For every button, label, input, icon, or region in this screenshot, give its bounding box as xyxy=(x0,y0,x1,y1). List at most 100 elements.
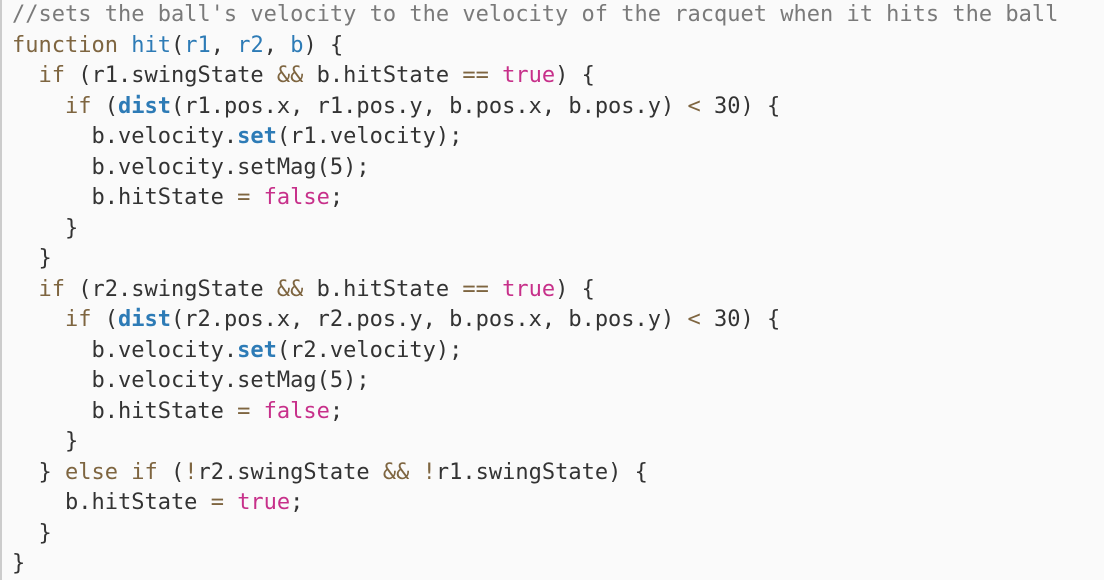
token-plain xyxy=(489,63,502,88)
token-function-name: b xyxy=(290,32,304,58)
token-plain: b.hitState xyxy=(303,276,463,302)
code-line: //sets the ball's velocity to the veloci… xyxy=(12,0,1104,31)
token-plain: ( xyxy=(91,307,118,332)
code-line: if (r1.swingState && b.hitState == true)… xyxy=(12,61,1104,92)
token-boolean: false xyxy=(263,398,330,424)
token-plain: ( xyxy=(91,93,118,119)
token-operator: && xyxy=(276,63,304,88)
code-line: b.hitState = false; xyxy=(12,183,1104,214)
token-plain: (r1.swingState xyxy=(65,63,277,88)
token-comment: //sets the ball's velocity to the veloci… xyxy=(12,2,1059,27)
token-plain: r2.swingState xyxy=(197,459,383,485)
token-plain xyxy=(12,63,39,88)
token-operator: = xyxy=(210,490,224,515)
token-operator: ! xyxy=(184,459,198,485)
token-boolean: true xyxy=(237,490,291,515)
token-plain xyxy=(409,460,422,485)
token-operator: = xyxy=(237,185,251,210)
token-keyword: if xyxy=(38,63,66,88)
token-keyword: if xyxy=(64,93,92,119)
token-operator: ! xyxy=(422,459,436,485)
token-boolean: true xyxy=(502,63,556,88)
code-line: } xyxy=(12,427,1104,458)
code-line: } xyxy=(12,549,1104,580)
token-plain xyxy=(250,399,263,424)
token-plain: ( xyxy=(157,459,185,485)
token-plain: 30) { xyxy=(700,307,781,332)
token-plain: } xyxy=(12,459,65,485)
token-operator: < xyxy=(687,93,701,119)
token-boolean: false xyxy=(263,185,330,210)
token-plain xyxy=(118,460,131,485)
token-plain: 30) { xyxy=(700,93,781,119)
code-line: b.velocity.setMag(5); xyxy=(12,153,1104,184)
code-line: } else if (!r2.swingState && !r1.swingSt… xyxy=(12,458,1104,489)
token-builtin-function: dist xyxy=(117,307,171,332)
token-plain: } xyxy=(12,520,52,546)
token-operator: = xyxy=(237,398,251,424)
token-plain xyxy=(118,33,131,58)
code-line: if (dist(r2.pos.x, r2.pos.y, b.pos.x, b.… xyxy=(12,305,1104,336)
code-line: } xyxy=(12,244,1104,275)
token-keyword: else xyxy=(64,459,118,485)
token-plain: ; xyxy=(329,398,344,424)
token-operator: && xyxy=(276,276,304,302)
token-plain: b.velocity.setMag(5); xyxy=(12,368,370,393)
code-line: b.velocity.set(r2.velocity); xyxy=(12,336,1104,367)
token-plain: ) { xyxy=(555,276,595,302)
token-function-name: r1 xyxy=(184,32,211,58)
token-operator: == xyxy=(462,63,489,88)
token-operator: && xyxy=(382,459,410,485)
token-function-name: hit xyxy=(131,32,171,58)
token-operator: < xyxy=(687,307,701,332)
token-plain xyxy=(224,490,237,515)
token-plain: r1.swingState) { xyxy=(435,459,648,485)
code-line: if (dist(r1.pos.x, r1.pos.y, b.pos.x, b.… xyxy=(12,92,1104,123)
token-plain: ) { xyxy=(555,63,595,88)
token-plain: b.hitState xyxy=(12,185,238,210)
token-plain: } xyxy=(12,215,79,241)
token-builtin-function: set xyxy=(237,124,277,149)
token-plain xyxy=(12,307,65,332)
token-builtin-function: dist xyxy=(117,93,171,119)
token-plain: b.hitState xyxy=(12,490,211,515)
token-boolean: true xyxy=(502,276,556,302)
token-function-name: r2 xyxy=(237,32,264,58)
token-builtin-function: set xyxy=(237,337,277,363)
token-keyword: if xyxy=(64,307,92,332)
token-plain: (r2.velocity); xyxy=(276,337,463,363)
token-plain: } xyxy=(12,551,26,576)
token-keyword: function xyxy=(12,32,118,58)
token-plain: b.velocity. xyxy=(12,337,238,363)
token-plain: (r2.pos.x, r2.pos.y, b.pos.x, b.pos.y) xyxy=(170,307,688,332)
token-plain: } xyxy=(12,429,79,454)
token-plain: ; xyxy=(329,185,344,210)
token-plain xyxy=(250,185,263,210)
token-plain: (r2.swingState xyxy=(65,276,277,302)
code-line: b.velocity.setMag(5); xyxy=(12,366,1104,397)
token-plain: } xyxy=(12,246,52,271)
token-plain: ; xyxy=(290,490,304,515)
token-operator: == xyxy=(462,276,489,302)
token-plain: (r1.velocity); xyxy=(276,124,463,149)
code-line: b.hitState = false; xyxy=(12,397,1104,428)
token-plain xyxy=(12,94,65,119)
token-plain: b.hitState xyxy=(303,63,463,88)
code-line: } xyxy=(12,519,1104,550)
token-plain xyxy=(12,277,39,302)
token-plain: , xyxy=(263,32,291,58)
token-plain: b.hitState xyxy=(12,398,238,424)
token-plain: ( xyxy=(170,32,185,58)
code-line: function hit(r1, r2, b) { xyxy=(12,31,1104,62)
code-line: if (r2.swingState && b.hitState == true)… xyxy=(12,275,1104,306)
token-plain: , xyxy=(210,32,238,58)
token-keyword: if xyxy=(38,276,66,302)
token-plain: (r1.pos.x, r1.pos.y, b.pos.x, b.pos.y) xyxy=(170,93,688,119)
code-line: } xyxy=(12,214,1104,245)
token-plain: ) { xyxy=(303,32,344,58)
token-plain: b.velocity.setMag(5); xyxy=(12,154,370,180)
code-line: b.hitState = true; xyxy=(12,488,1104,519)
token-plain xyxy=(489,277,502,302)
token-keyword: if xyxy=(131,459,158,485)
